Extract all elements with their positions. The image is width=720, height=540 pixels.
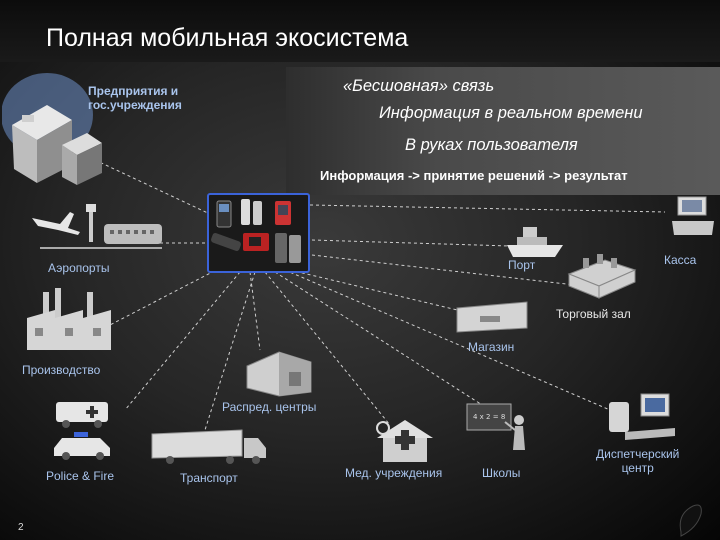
shelves-icon: [565, 252, 640, 300]
medical-label: Мед. учреждения: [345, 466, 442, 480]
cash-register-icon: [668, 195, 718, 240]
mobile-devices-icon: [209, 195, 308, 271]
board-text: 4 x 2 = 8: [473, 413, 505, 421]
police-fire-label: Police & Fire: [46, 469, 114, 483]
schools-label: Школы: [482, 466, 520, 480]
airport-icon: [30, 200, 165, 252]
sales-floor-label: Торговый зал: [556, 307, 631, 321]
register-label: Касса: [664, 253, 696, 267]
buildings-icon: [2, 65, 112, 185]
distribution-label: Распред. центры: [222, 400, 316, 414]
logo-icon: [675, 502, 705, 538]
port-label: Порт: [508, 258, 535, 272]
store-icon: [455, 300, 530, 335]
page-number: 2: [18, 522, 24, 533]
factory-icon: [25, 288, 115, 353]
hospital-icon: [375, 418, 435, 463]
store-label: Магазин: [468, 340, 514, 354]
manufacturing-label: Производство: [22, 363, 100, 377]
truck-icon: [150, 428, 270, 466]
dispatch-label: Диспетчерский центр: [596, 447, 679, 475]
school-board-icon: 4 x 2 = 8: [465, 400, 535, 460]
mobile-devices-box: [207, 193, 310, 273]
warehouse-icon: [245, 348, 315, 398]
corporate-label: Предприятия и гос.учреждения: [88, 84, 182, 112]
ship-icon: [505, 225, 565, 260]
dispatch-icon: [605, 392, 680, 442]
transport-label: Транспорт: [180, 471, 238, 485]
emergency-vehicles-icon: [50, 398, 115, 463]
airports-label: Аэропорты: [48, 261, 109, 275]
